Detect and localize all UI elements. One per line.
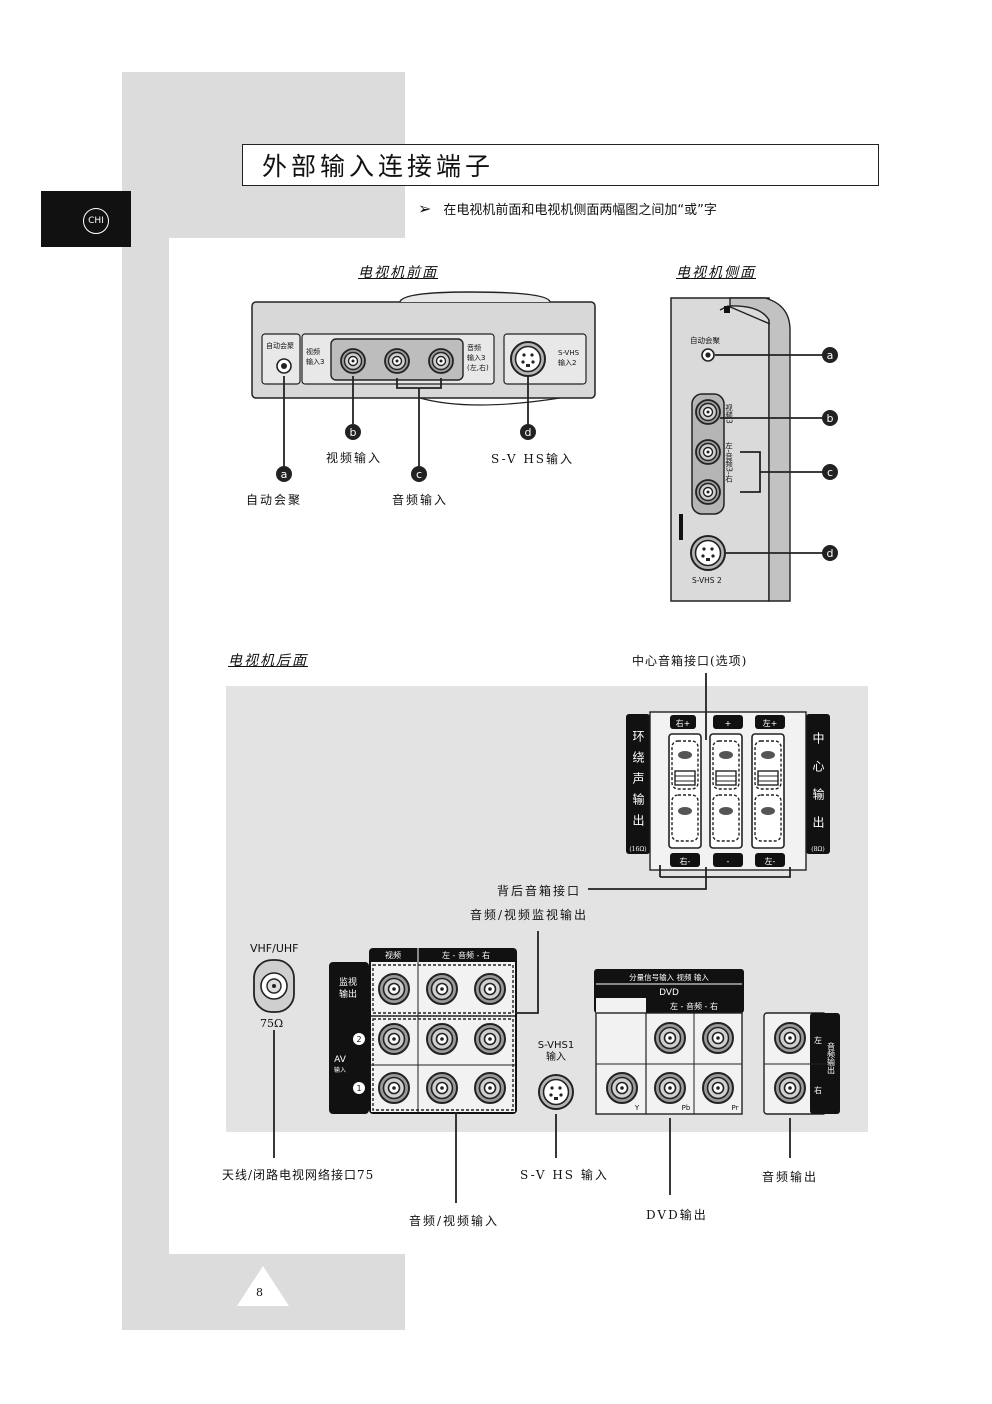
side-panel [670, 297, 791, 602]
monitor-output-label: 音频/视频监视输出 [470, 908, 589, 922]
front-callout-lines [283, 376, 529, 466]
rear-heading: 电视机后面 [228, 653, 308, 669]
audio-out-left: 左 [814, 1035, 822, 1045]
av-block [329, 948, 517, 1114]
audio-out-right: 右 [814, 1085, 822, 1095]
vhf-label: VHF/UHF [250, 942, 298, 955]
av-lines [455, 931, 539, 1203]
front-heading: 电视机前面 [358, 265, 438, 281]
side-audio3-label: 左-音频3-右 [724, 441, 733, 484]
side-auto-label: 自动会聚 [690, 335, 720, 345]
spk-top-right: 右+ [676, 718, 691, 728]
speaker-side-labels: 环绕声输出 (16Ω) 中心输出 (8Ω) [629, 730, 825, 853]
front-svhs-input: S-V HS输入 [491, 452, 575, 466]
page-background-left [122, 72, 169, 1330]
dvd-top-label: 分量信号输入 视频 输入 [629, 972, 709, 982]
side-panel-labels: 自动会聚 视频3 左-音频3-右 S-VHS 2 [690, 335, 734, 585]
front-video-input: 视频输入 [326, 451, 383, 465]
center-ohm: (8Ω) [811, 846, 824, 853]
svhs1-connector [538, 1074, 574, 1158]
audio-output-label: 音频输出 [762, 1170, 819, 1184]
dvd-label: DVD [659, 988, 679, 998]
front-video-label: 视频输入3 [306, 347, 324, 366]
marker-d-side: d [827, 547, 834, 560]
front-audio-label: 音频输入3(左,右) [467, 343, 489, 372]
spk-bot-right: 右- [680, 856, 691, 866]
marker-a-front: a [281, 468, 288, 481]
av-number-1: 1 [356, 1084, 361, 1093]
page-number: 8 [256, 1286, 263, 1299]
front-auto-converge: 自动会聚 [246, 493, 303, 507]
vhf-connector [253, 959, 295, 1158]
ohm75-label: 75Ω [260, 1017, 283, 1030]
arrow-icon: ➢ [418, 199, 432, 218]
dvd-block [594, 969, 744, 1195]
front-panel [251, 291, 596, 406]
monitor-label: 监视输出 [339, 976, 357, 1000]
spk-bot-left: 左- [765, 856, 776, 866]
spk-bot-minus: - [727, 857, 730, 866]
audio-out-side: 音频输出 [827, 1041, 836, 1075]
language-badge: CHI [83, 208, 109, 234]
marker-c-side: c [827, 466, 833, 479]
marker-circles: a b c d a b c d [276, 347, 838, 561]
marker-a-side: a [827, 349, 834, 362]
dvd-audio-label: 左 - 音频 - 右 [670, 1001, 718, 1011]
front-auto-label: 自动会聚 [266, 341, 294, 350]
page-title: 外部输入连接端子 [262, 152, 495, 181]
rear-speaker-label: 背后音箱接口 [497, 884, 582, 898]
speaker-terminal-block [626, 711, 830, 871]
audio-out-labels: 左 右 音频输出 [814, 1035, 836, 1095]
av-input-label: 音频/视频输入 [409, 1214, 500, 1228]
dvd-pr-label: Pr [732, 1104, 739, 1112]
av-video-head: 视频 [385, 950, 401, 960]
note-text: 在电视机前面和电视机侧面两幅图之间加“或”字 [443, 203, 717, 218]
av-audio-head: 左 - 音频 - 右 [442, 950, 490, 960]
dvd-labels: 分量信号输入 视频 输入 DVD 左 - 音频 - 右 Y Pb Pr [629, 972, 738, 1112]
audio-out-block [763, 1012, 840, 1158]
vhf-labels: VHF/UHF 75Ω [250, 942, 298, 1030]
spk-top-plus: + [725, 719, 732, 728]
antenna-label: 天线/闭路电视网络接口75 [222, 1168, 375, 1182]
note-line: ➢ 在电视机前面和电视机侧面两幅图之间加“或”字 [418, 199, 717, 218]
side-svhs2-label: S-VHS 2 [692, 576, 722, 585]
dvd-pb-label: Pb [682, 1104, 691, 1112]
dvd-y-label: Y [634, 1104, 640, 1112]
center-speaker-label: 中心音箱接口(选项) [632, 654, 748, 668]
marker-b-front: b [350, 426, 357, 439]
marker-b-side: b [827, 412, 834, 425]
side-video3-label: 视频3 [724, 403, 733, 424]
marker-d-front: d [525, 426, 532, 439]
surround-label: 环绕声输出 [631, 730, 645, 835]
title-box [242, 144, 879, 186]
surround-ohm: (16Ω) [629, 846, 646, 853]
side-heading: 电视机侧面 [676, 265, 756, 281]
front-audio-input: 音频输入 [392, 493, 449, 507]
dvd-output-label: DVD输出 [646, 1208, 708, 1222]
svhs-input-label: S-V HS 输入 [520, 1168, 609, 1182]
side-callout-lines [715, 354, 823, 554]
center-out-label: 中心输出 [811, 731, 825, 844]
spk-top-left: 左+ [763, 718, 778, 728]
speaker-lines [588, 673, 791, 890]
speaker-markings: 右+ + 左+ 右- - 左- [676, 718, 778, 866]
marker-c-front: c [416, 468, 422, 481]
av-number-2: 2 [356, 1035, 361, 1044]
